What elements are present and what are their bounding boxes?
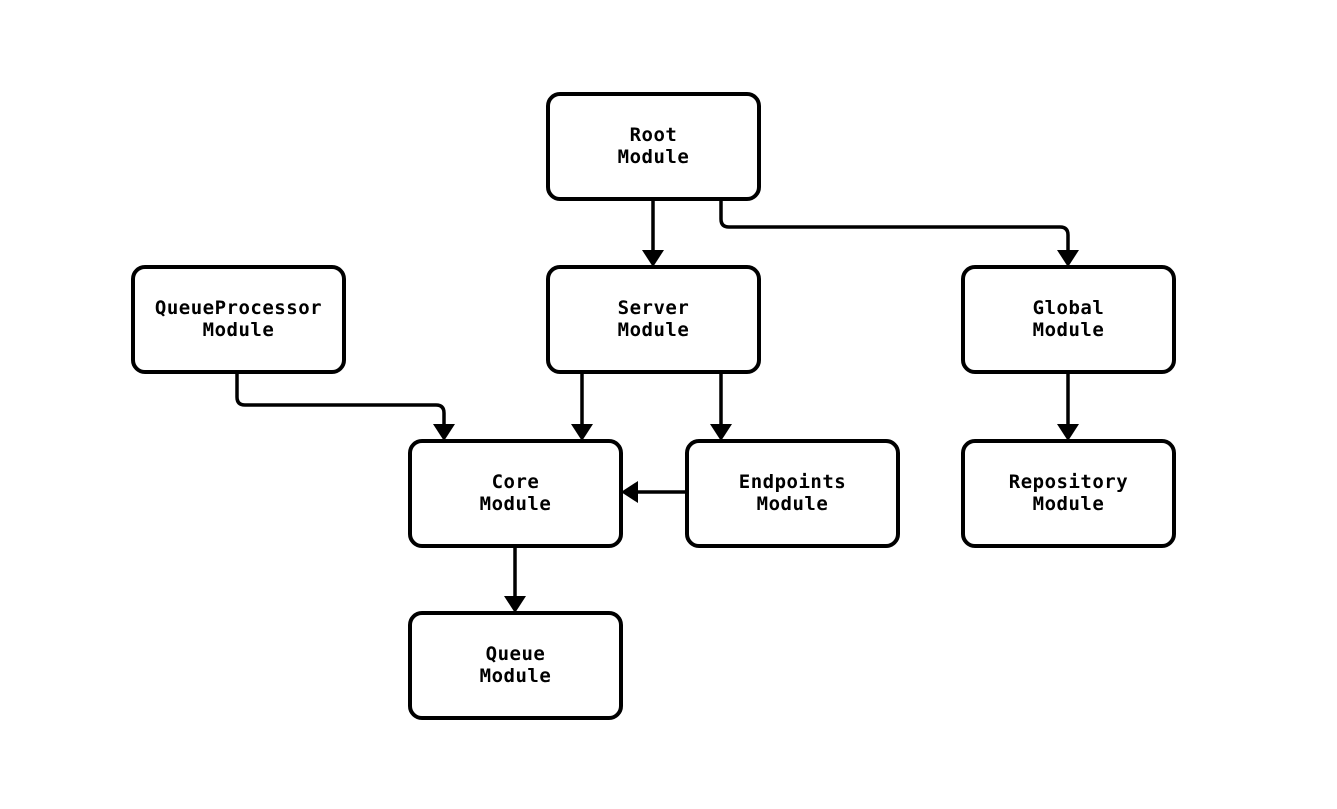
- node-box[interactable]: [408, 611, 623, 720]
- node-label-line2: Module: [203, 319, 275, 341]
- edge-arrowhead: [1057, 250, 1079, 267]
- edge-arrowhead: [504, 596, 526, 613]
- node-label-line2: Module: [480, 665, 552, 687]
- edge-line: [235, 372, 446, 426]
- edge-arrowhead: [710, 424, 732, 441]
- node-box[interactable]: [546, 92, 761, 201]
- node-box[interactable]: [961, 265, 1176, 374]
- node-label-line1: Server: [618, 297, 690, 319]
- node-label-line1: QueueProcessor: [155, 297, 322, 319]
- edge-arrowhead: [1057, 424, 1079, 441]
- node-label-line1: Global: [1033, 297, 1105, 319]
- node-box[interactable]: [961, 439, 1176, 548]
- node-label-line2: Module: [1033, 319, 1105, 341]
- node-label-line2: Module: [1033, 493, 1105, 515]
- edge-arrowhead: [621, 481, 638, 503]
- node-box[interactable]: [131, 265, 346, 374]
- edge-arrowhead: [642, 250, 664, 267]
- edge-line: [719, 199, 1070, 252]
- edge-root-to-server: [642, 199, 664, 267]
- edge-queueprocessor-to-core: [235, 372, 455, 441]
- node-label-line2: Module: [757, 493, 829, 515]
- edge-server-to-core: [571, 372, 593, 441]
- edge-core-to-queue: [504, 546, 526, 613]
- node-label-line2: Module: [618, 146, 690, 168]
- edge-endpoints-to-core: [621, 481, 687, 503]
- edges-layer: [235, 199, 1079, 613]
- nodes-layer: RootModuleQueueProcessorModuleServerModu…: [131, 92, 1176, 720]
- node-label-line1: Queue: [486, 643, 546, 665]
- edge-root-to-global: [719, 199, 1079, 267]
- node-label-line1: Root: [630, 124, 678, 146]
- node-label-line1: Repository: [1009, 471, 1128, 493]
- edge-global-to-repository: [1057, 372, 1079, 441]
- node-label-line1: Core: [492, 471, 540, 493]
- node-box[interactable]: [685, 439, 900, 548]
- node-label-line2: Module: [618, 319, 690, 341]
- edge-arrowhead: [433, 424, 455, 441]
- node-box[interactable]: [408, 439, 623, 548]
- node-box[interactable]: [546, 265, 761, 374]
- edge-arrowhead: [571, 424, 593, 441]
- edge-server-to-endpoints: [710, 372, 732, 441]
- node-label-line1: Endpoints: [739, 471, 846, 493]
- node-label-line2: Module: [480, 493, 552, 515]
